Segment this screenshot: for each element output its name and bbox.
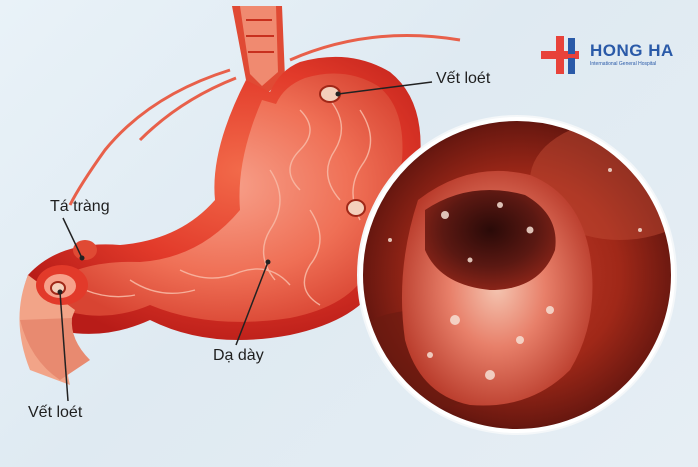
pointer-dot-duodenum (80, 256, 85, 261)
label-ulcer-top: Vết loét (436, 70, 490, 88)
pointer-dot-stomach (266, 260, 271, 265)
logo-name: HONG HA (590, 41, 674, 61)
logo-tagline: International General Hospital (590, 61, 656, 67)
label-duodenum: Tá tràng (50, 198, 110, 216)
ulcer-spot-middle (347, 200, 365, 216)
label-stomach: Dạ dày (213, 347, 264, 365)
label-ulcer-bottom: Vết loét (28, 404, 82, 422)
pointer-dot-bottom (58, 290, 63, 295)
hospital-logo: HONG HA International General Hospital (540, 35, 690, 77)
pointer-dot-top (336, 92, 341, 97)
